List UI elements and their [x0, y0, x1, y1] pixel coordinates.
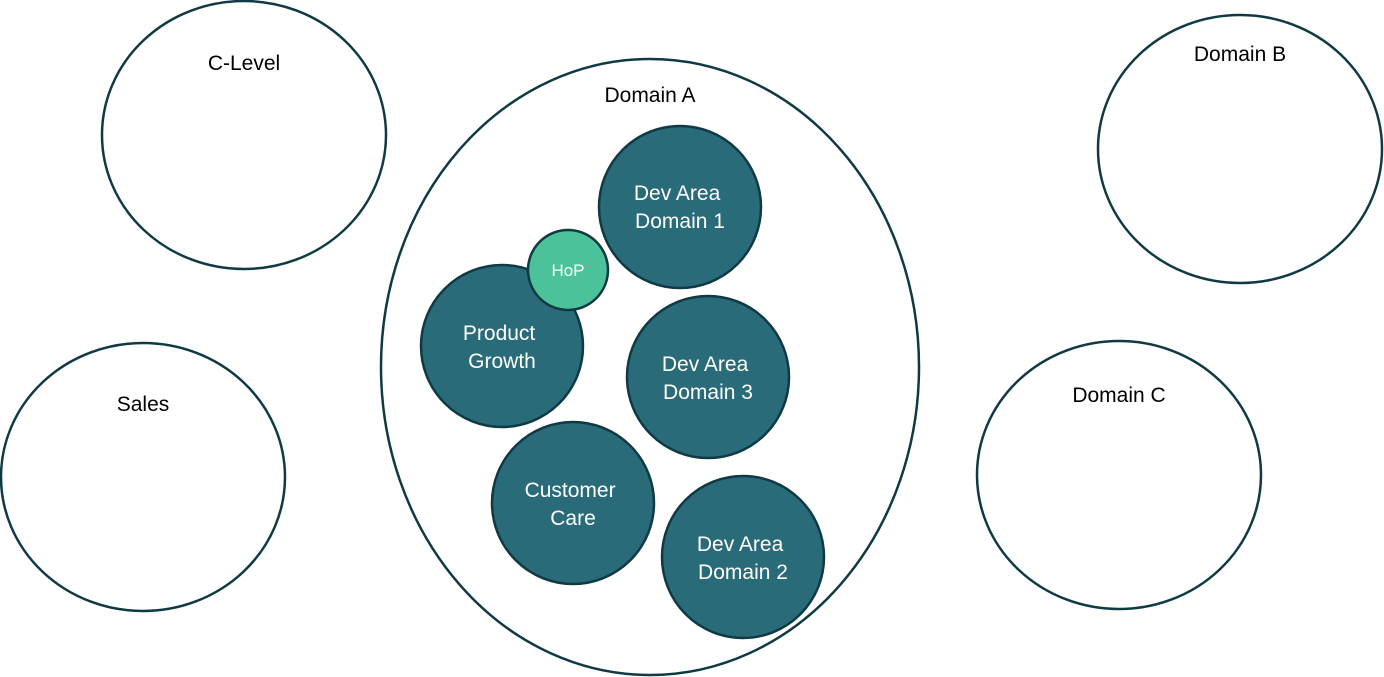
dev-area-domain-1-label: Dev Area Domain 1: [634, 182, 726, 233]
team-dev-area-domain-1: Dev Area Domain 1: [597, 124, 763, 290]
domain-b-circle: [1096, 13, 1384, 285]
domain-a-label: Domain A: [604, 84, 695, 107]
team-product-growth: Product Growth: [419, 263, 585, 429]
domain-c-circle: [975, 339, 1263, 611]
product-growth-label: Product Growth: [463, 322, 541, 373]
c-level-circle: [100, 0, 388, 271]
team-dev-area-domain-2: Dev Area Domain 2: [660, 474, 826, 640]
customer-care-label: Customer Care: [525, 479, 622, 530]
hop-node: HoP: [526, 228, 610, 312]
team-customer-care: Customer Care: [490, 420, 656, 586]
sales-circle: [0, 341, 287, 613]
product-growth-circle: [419, 263, 585, 429]
dev-area-domain-2-circle: [660, 474, 826, 640]
c-level-label: C-Level: [208, 52, 280, 75]
hop-circle: [526, 228, 610, 312]
group-domain-b: Domain B: [1096, 13, 1384, 285]
domain-b-label: Domain B: [1194, 43, 1286, 66]
group-sales: Sales: [0, 341, 287, 613]
sales-label: Sales: [117, 393, 170, 416]
dev-area-domain-2-label: Dev Area Domain 2: [697, 533, 789, 584]
domain-c-label: Domain C: [1072, 384, 1165, 407]
group-c-level: C-Level: [100, 0, 388, 271]
dev-area-domain-3-circle: [625, 294, 791, 460]
group-domain-c: Domain C: [975, 339, 1263, 611]
dev-area-domain-3-label: Dev Area Domain 3: [662, 353, 754, 404]
customer-care-circle: [490, 420, 656, 586]
dev-area-domain-1-circle: [597, 124, 763, 290]
team-dev-area-domain-3: Dev Area Domain 3: [625, 294, 791, 460]
hop-label: HoP: [551, 261, 584, 280]
